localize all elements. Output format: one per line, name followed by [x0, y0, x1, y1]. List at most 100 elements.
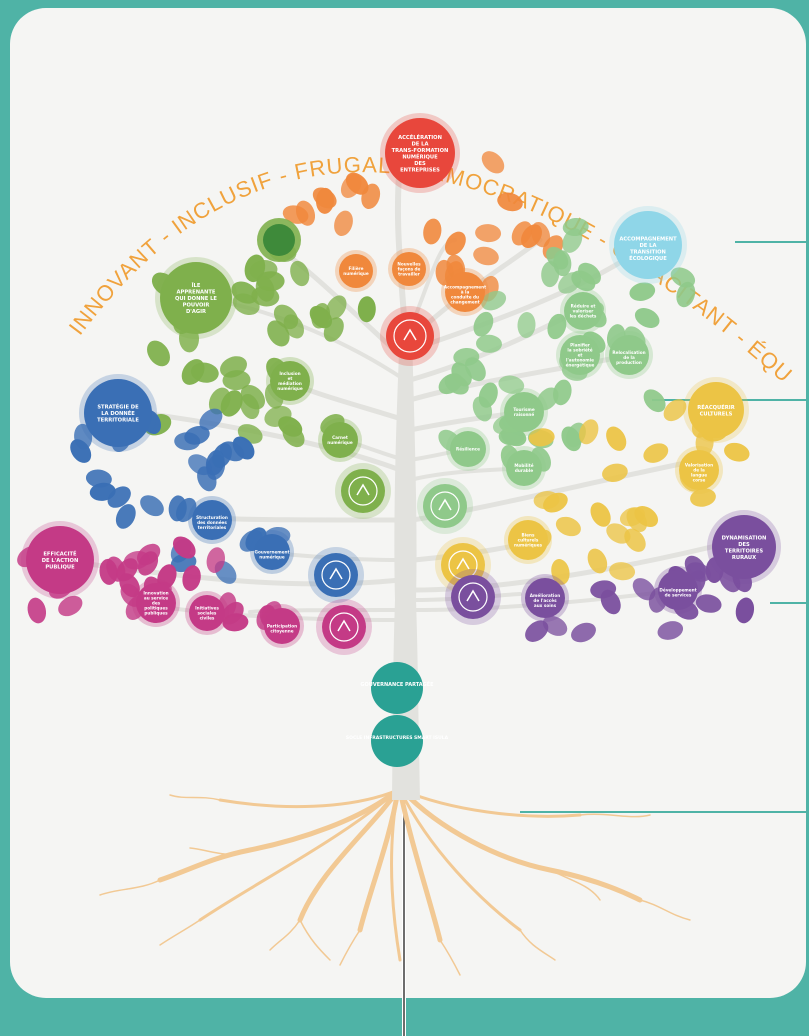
leaf — [140, 495, 164, 517]
roots — [99, 787, 691, 976]
leaf-icon — [417, 478, 473, 534]
root — [397, 787, 443, 943]
node-label-line: civiles — [200, 616, 215, 621]
branch-circle — [160, 262, 232, 334]
leaf — [606, 523, 631, 544]
leaf — [232, 436, 255, 460]
leaf — [175, 497, 197, 523]
root-fine — [169, 794, 221, 801]
leaf — [58, 595, 83, 617]
leaf — [629, 282, 656, 301]
leaf — [475, 224, 502, 243]
node-label-line: travailler — [398, 272, 421, 277]
leaf — [220, 356, 247, 378]
people-icon — [316, 599, 372, 655]
leaf — [361, 183, 381, 210]
leaf — [323, 317, 344, 342]
leaf — [240, 393, 260, 420]
node-circle — [609, 335, 649, 375]
root-fine — [99, 879, 161, 896]
branch-title-line: RÉACQUÉRIR — [697, 403, 734, 411]
node-label-line: numérique — [259, 555, 285, 560]
socle-circle[interactable]: SOCLE INFRASTRUCTURES SMART ISULA — [346, 715, 449, 767]
leaf — [528, 428, 555, 447]
node-resilience[interactable]: Résilience — [446, 427, 490, 471]
node-circle — [322, 422, 358, 458]
node-label-line: Structuration — [196, 515, 228, 520]
leaf — [357, 296, 376, 323]
branch-title-line: NUMÉRIQUE — [402, 152, 438, 160]
node-circle — [392, 252, 426, 286]
node-label-line: culturels — [518, 538, 539, 543]
network-icon — [308, 547, 364, 603]
leaf — [444, 231, 466, 256]
leaf — [571, 622, 596, 643]
arrow-up-icon — [380, 306, 440, 366]
leaf — [188, 454, 212, 476]
branch-circle — [688, 382, 744, 438]
leaf — [547, 313, 567, 340]
leaf — [278, 416, 303, 437]
branch-title-line: CULTURELS — [700, 411, 733, 417]
branch-title-line: ENTREPRISES — [400, 167, 440, 173]
leaf — [89, 482, 116, 501]
branch-title-line: ÎLE — [192, 281, 201, 289]
node-label-line: de la — [623, 355, 635, 360]
leaf — [283, 314, 305, 339]
node-circle — [679, 450, 719, 490]
branch-title-line: APPRENANTE — [177, 290, 216, 296]
leaf — [123, 551, 150, 570]
node-label-line: Valorisation — [685, 463, 713, 468]
node-circle — [189, 595, 225, 631]
node-label-line: la sobriété — [567, 348, 592, 353]
gouvernance-circle[interactable]: GOUVERNANCE PARTAGÉE — [360, 662, 434, 714]
leaf — [208, 387, 231, 415]
node-circle — [254, 534, 290, 570]
node-label-line: territoriales — [198, 525, 227, 530]
node-label-line: corse — [693, 478, 706, 483]
leaf — [206, 547, 226, 573]
node-label-line: valoriser — [573, 309, 595, 314]
leaf — [634, 506, 659, 527]
node-label-line: Biens — [522, 533, 535, 538]
node-circle — [658, 570, 698, 610]
branch-circle — [614, 211, 682, 279]
leaf — [423, 218, 442, 245]
leaf — [511, 221, 533, 246]
leaf — [27, 597, 47, 624]
branch-title-line: TERRITORIALE — [97, 418, 139, 424]
branch-circle — [84, 379, 152, 447]
leaf — [476, 334, 502, 353]
hands-heart-icon — [335, 463, 391, 519]
node-label-line: de la — [693, 468, 705, 473]
leaf — [541, 261, 560, 288]
root-fine — [299, 919, 331, 961]
